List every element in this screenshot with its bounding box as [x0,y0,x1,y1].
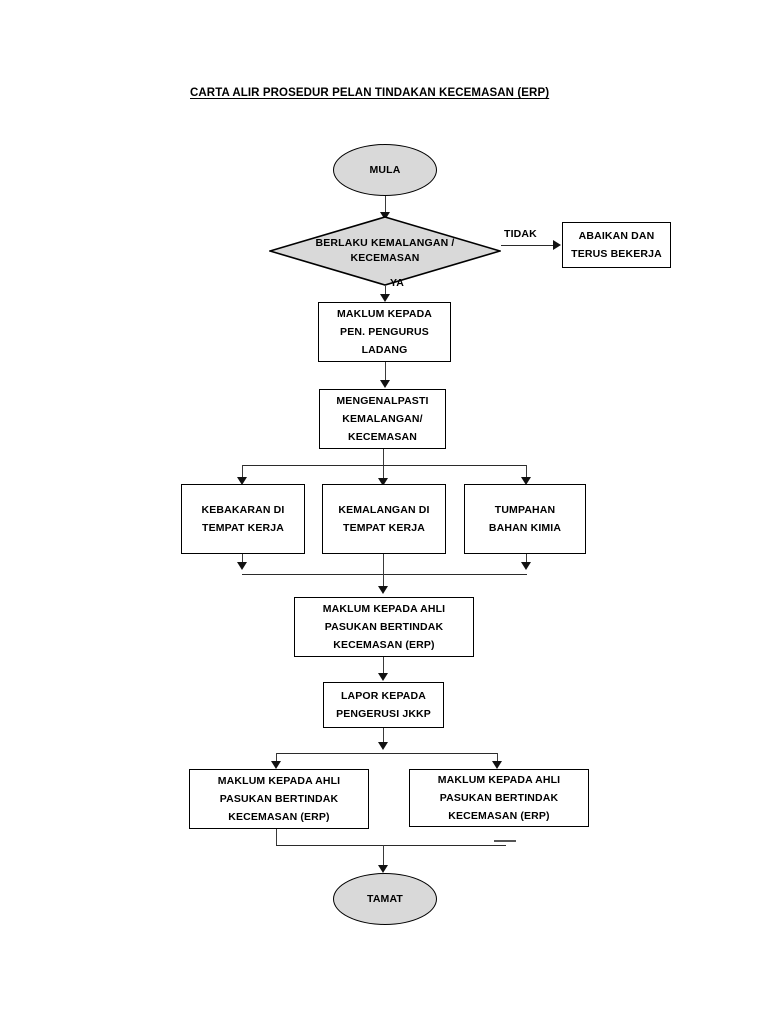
edge-label-tidak: TIDAK [504,228,537,240]
node-mengenalpasti-kemalangan[interactable]: MENGENALPASTI KEMALANGAN/ KECEMASAN [319,389,446,449]
node-maklum-mgr-line2: PEN. PENGURUS [340,325,429,338]
edge-merge-bar [242,574,527,575]
node-maklum-pen-pengurus-ladang[interactable]: MAKLUM KEPADA PEN. PENGURUS LADANG [318,302,451,362]
edge-inform-erp-to-report [383,657,384,677]
edge-spill-arrow [521,562,531,570]
node-end-tamat[interactable]: TAMAT [333,873,437,925]
edge-bottom-split-right-arrow [492,761,502,769]
edge-tamat-arrow [378,865,388,873]
node-abaikan-line1: ABAIKAN DAN [578,229,655,242]
edge-accident-down-center [383,554,384,592]
node-maklum-ahli-erp-right[interactable]: MAKLUM KEPADA AHLI PASUKAN BERTINDAK KEC… [409,769,589,827]
edge-bottom-split-left-arrow [271,761,281,769]
node-maklum-mgr-line1: MAKLUM KEPADA [336,307,433,320]
node-start-mula[interactable]: MULA [333,144,437,196]
edge-inform-erp-to-report-arrow [378,673,388,681]
edge-bottom-split-right-drop [497,753,498,765]
edge-spill-down [526,554,527,566]
node-kebakaran-tempat-kerja[interactable]: KEBAKARAN DI TEMPAT KERJA [181,484,305,554]
node-maklum-ahli-erp-left[interactable]: MAKLUM KEPADA AHLI PASUKAN BERTINDAK KEC… [189,769,369,829]
node-abaikan-line2: TERUS BEKERJA [571,248,662,260]
edge-label-ya: YA [390,277,404,289]
edge-inform-mgr-to-identify [385,362,386,384]
node-identify-line3: KECEMASAN [347,431,418,444]
edge-split-left-arrow [237,477,247,485]
node-report-line1: LAPOR KEPADA [340,689,427,702]
edge-identify-down-center [383,449,384,484]
edge-decision-to-inform-mgr [385,286,386,300]
edge-report-center-arrow [378,742,388,750]
node-lapor-pengerusi-jkkp[interactable]: LAPOR KEPADA PENGERUSI JKKP [323,682,444,728]
node-erp-right-line3: KECEMASAN (ERP) [448,810,550,823]
node-identify-line1: MENGENALPASTI [336,394,429,407]
node-erp-right-line2: PASUKAN BERTINDAK [439,791,559,804]
edge-report-down-center [383,728,384,748]
edge-split-right-arrow [521,477,531,485]
node-spill-line1: TUMPAHAN [494,503,556,516]
edge-bottom-split-left-drop [276,753,277,765]
edge-start-to-decision-arrow [380,212,390,220]
node-report-line2: PENGERUSI JKKP [336,708,431,720]
node-erp-left-line1: MAKLUM KEPADA AHLI [217,774,341,787]
edge-decision-to-inform-mgr-arrow [380,294,390,302]
node-inform-erp-line3: KECEMASAN (ERP) [333,639,435,652]
node-fire-line1: KEBAKARAN DI [201,503,285,516]
node-spill-line2: BAHAN KIMIA [488,522,562,534]
node-maklum-ahli-erp-main[interactable]: MAKLUM KEPADA AHLI PASUKAN BERTINDAK KEC… [294,597,474,657]
node-maklum-mgr-line3: LADANG [361,344,408,357]
edge-decision-to-ignore-arrow [553,240,561,250]
node-fire-line2: TEMPAT KERJA [202,522,284,534]
edge-merge-to-inform-erp-arrow [378,586,388,594]
edge-identify-center-arrow [378,478,388,486]
edge-bottom-split-bar [276,753,498,754]
edge-tamat-merge-bar [276,845,506,846]
edge-tamat-down [383,845,384,871]
node-erp-right-line1: MAKLUM KEPADA AHLI [437,773,561,786]
node-identify-line2: KEMALANGAN/ [342,412,423,425]
edge-fire-arrow [237,562,247,570]
node-decision-shape[interactable] [269,216,501,286]
edge-split-left-drop [242,465,243,479]
node-abaikan-terus-bekerja[interactable]: ABAIKAN DAN TERUS BEKERJA [562,222,671,268]
edge-inform-mgr-to-identify-arrow [380,380,390,388]
node-inform-erp-line2: PASUKAN BERTINDAK [324,620,444,633]
edge-split-right-drop [526,465,527,479]
node-kemalangan-tempat-kerja[interactable]: KEMALANGAN DI TEMPAT KERJA [322,484,446,554]
node-accident-line2: TEMPAT KERJA [343,522,425,534]
edge-split-bar-top [242,465,527,466]
edge-fire-down [242,554,243,566]
node-end-label: TAMAT [367,892,403,905]
stray-dash-artifact [494,840,516,842]
node-erp-left-line2: PASUKAN BERTINDAK [219,792,339,805]
node-accident-line1: KEMALANGAN DI [338,503,430,516]
edge-erp-left-down [276,829,277,845]
node-erp-left-line3: KECEMASAN (ERP) [228,811,330,824]
node-inform-erp-line1: MAKLUM KEPADA AHLI [322,602,446,615]
node-start-label: MULA [369,163,401,176]
edge-start-to-decision [385,196,386,216]
node-tumpahan-bahan-kimia[interactable]: TUMPAHAN BAHAN KIMIA [464,484,586,554]
edge-decision-to-ignore [501,245,555,246]
page-title: CARTA ALIR PROSEDUR PELAN TINDAKAN KECEM… [190,87,550,99]
